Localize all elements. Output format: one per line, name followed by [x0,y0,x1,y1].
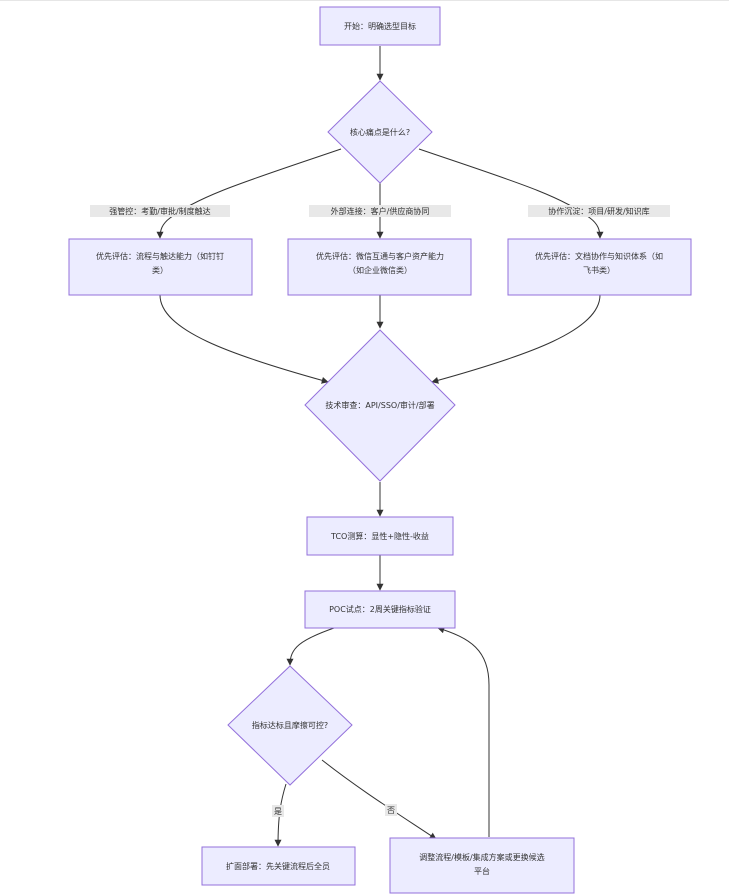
edge-core-to-docs [418,148,604,239]
node-rollout[interactable] [201,846,356,886]
node-adjust-line1: 调整流程/模板/集成方案或更换候选 [419,852,544,862]
edge-label-bg [528,205,670,217]
node-tech-review-text: 技术审查：API/SSO/审计/部署 [325,400,434,410]
node-adjust[interactable] [389,837,575,894]
edge-label-bg [272,805,284,817]
node-core-pain[interactable] [327,80,433,184]
edge-process-to-tech [159,294,329,384]
node-tech-review[interactable] [304,329,456,482]
edge-label-bg [385,804,397,816]
node-eval-wechat-line1: 优先评估：微信互通与客户资产能力 [316,251,444,261]
node-poc[interactable] [304,590,456,629]
node-metrics-check-text: 指标达标且摩擦可控? [252,720,328,730]
node-eval-process[interactable] [68,238,253,296]
node-start[interactable] [319,6,441,46]
node-eval-docs-line2: 飞书类） [583,265,615,275]
node-tco[interactable] [306,516,454,556]
node-core-pain-text: 核心痛点是什么? [350,127,410,137]
top-divider [0,0,729,1]
edge-adjust-to-poc [437,626,490,837]
edge-label-no: 否 [387,806,395,815]
node-metrics-check[interactable] [227,665,353,786]
edge-label-bg [90,205,230,217]
node-eval-wechat[interactable] [287,238,472,296]
edge-labels: 强管控：考勤/审批/制度触达 外部连接：客户/供应商协同 协作沉淀：项目/研发/… [90,205,670,817]
nodes: 开始：明确选型目标 核心痛点是什么? 优先评估：流程与触达能力（如钉钉 类） 优… [68,6,692,894]
node-tco-text: TCO测算：显性+隐性-收益 [330,531,429,541]
edge-docs-to-tech [431,294,601,384]
node-eval-process-line1: 优先评估：流程与触达能力（如钉钉 [96,251,224,261]
edge-label-yes: 是 [274,807,282,816]
node-eval-docs[interactable] [507,238,692,296]
node-eval-wechat-line2: （如企业微信类） [348,265,412,275]
edge-label-external: 外部连接：客户/供应商协同 [331,206,430,216]
edge-metrics-to-adjust [321,759,437,840]
edge-core-to-process [156,148,342,239]
edge-label-strong-control: 强管控：考勤/审批/制度触达 [109,206,210,216]
node-eval-process-line2: 类） [152,265,168,275]
edges [156,46,604,847]
node-start-text: 开始：明确选型目标 [344,21,416,31]
node-adjust-line2: 平台 [474,866,490,876]
edge-label-collab: 协作沉淀：项目/研发/知识库 [548,206,649,216]
node-poc-text: POC试点：2周关键指标验证 [329,604,431,614]
node-eval-docs-line1: 优先评估：文档协作与知识体系（如 [535,251,663,261]
edge-label-bg [309,205,451,217]
edge-poc-to-metrics [286,627,335,666]
node-rollout-text: 扩面部署：先关键流程后全员 [226,861,330,871]
